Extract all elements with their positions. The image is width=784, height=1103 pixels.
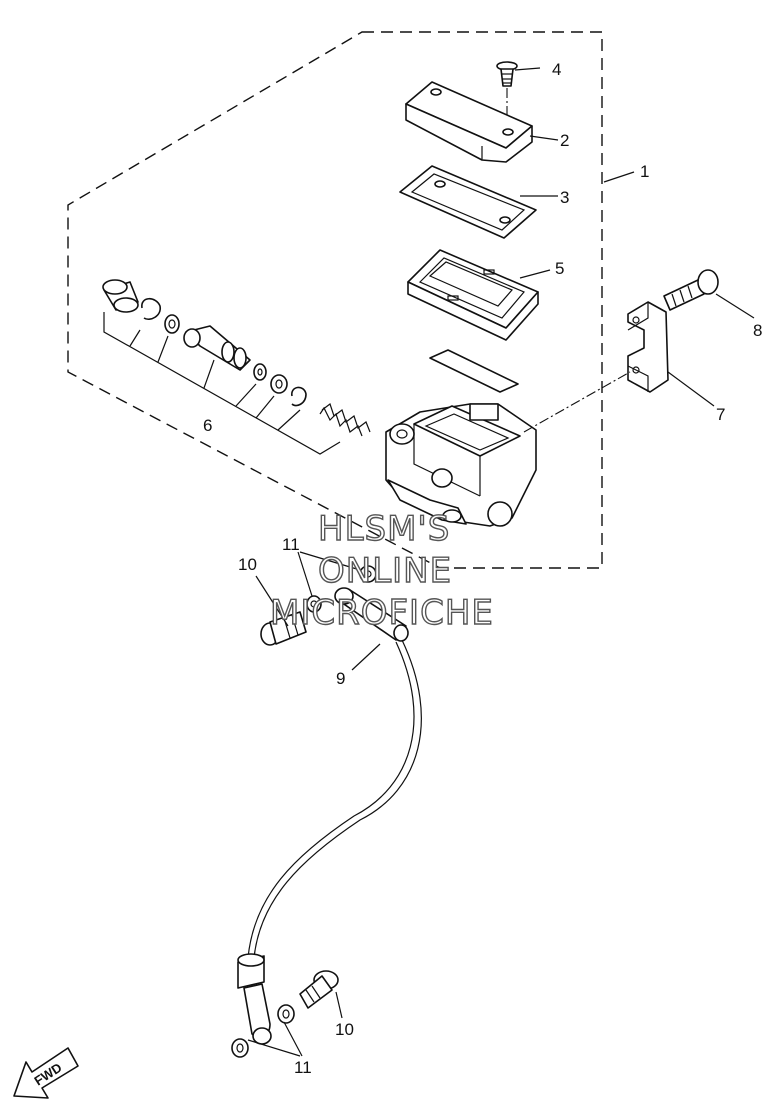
leader-lines bbox=[247, 67, 755, 1057]
part-10-union-bolt-top bbox=[260, 611, 307, 646]
part-8-bolt bbox=[663, 269, 719, 311]
callout-6: 6 bbox=[203, 416, 212, 435]
callout-2: 2 bbox=[560, 131, 569, 150]
callout-9: 9 bbox=[336, 669, 345, 688]
diaphragm-protector bbox=[429, 349, 519, 393]
part-7-holder bbox=[627, 301, 669, 393]
part-6-piston-kit bbox=[102, 279, 371, 455]
part-4-screw bbox=[496, 61, 518, 134]
part-3-diaphragm-plate bbox=[399, 165, 537, 239]
callout-11-bottom: 11 bbox=[294, 1058, 312, 1077]
watermark-line-2: ONLINE bbox=[318, 551, 452, 591]
assembly-boundary bbox=[67, 31, 603, 569]
callout-10-bottom: 10 bbox=[335, 1020, 354, 1039]
mounting-axis bbox=[523, 371, 631, 433]
part-9-brake-hose bbox=[237, 587, 422, 1045]
fwd-arrow-icon: FWD bbox=[13, 1047, 79, 1099]
watermark-line-1: HLSM'S bbox=[318, 509, 450, 549]
callout-3: 3 bbox=[560, 188, 569, 207]
part-5-diaphragm bbox=[407, 249, 539, 341]
part-10-union-bolt-bottom bbox=[299, 970, 339, 1009]
callout-4: 4 bbox=[552, 60, 561, 79]
callout-10-top: 10 bbox=[238, 555, 257, 574]
callout-5: 5 bbox=[555, 259, 564, 278]
part-11-gaskets-bottom bbox=[231, 1004, 295, 1058]
watermark-line-3: MICROFICHE bbox=[270, 593, 494, 633]
part-11-gaskets-top bbox=[306, 565, 377, 613]
callout-8: 8 bbox=[753, 321, 762, 340]
part-1-master-cylinder-body bbox=[385, 403, 537, 527]
watermark: HLSM'S ONLINE MICROFICHE bbox=[269, 508, 494, 633]
part-2-reservoir-cap bbox=[405, 81, 533, 163]
callout-1: 1 bbox=[640, 162, 649, 181]
callout-7: 7 bbox=[716, 405, 725, 424]
callout-11-top: 11 bbox=[282, 535, 300, 554]
